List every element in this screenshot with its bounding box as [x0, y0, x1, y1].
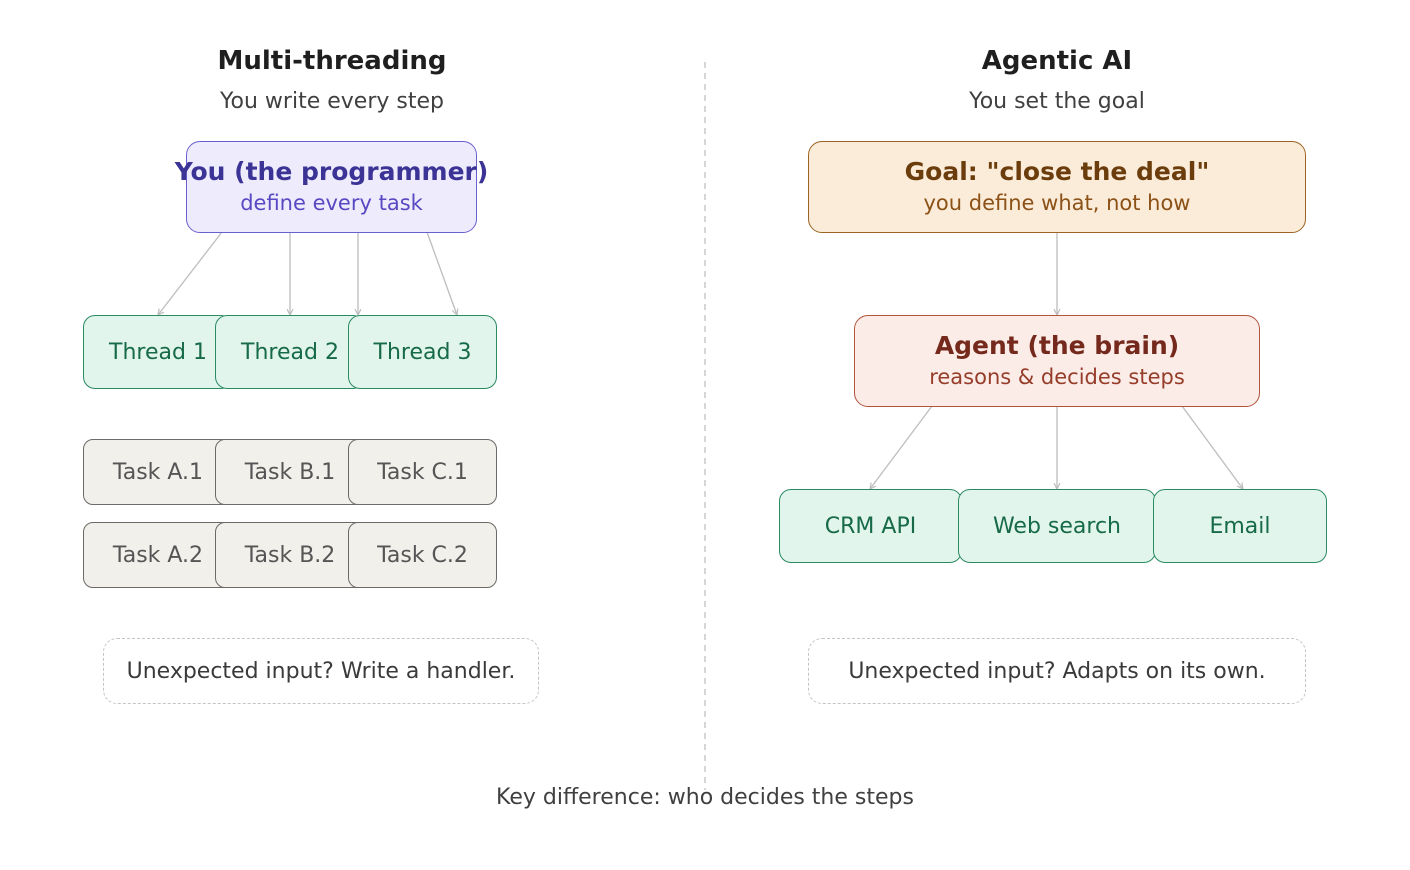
task-b2-label: Task B.2	[244, 542, 336, 568]
web-search-label: Web search	[992, 513, 1122, 539]
task-b1-label: Task B.1	[244, 459, 336, 485]
task-a2-label: Task A.2	[112, 542, 204, 568]
agent-sublabel: reasons & decides steps	[929, 365, 1185, 389]
thread-2-label: Thread 2	[241, 339, 339, 365]
task-a1-box: Task A.1	[83, 439, 233, 505]
arrow-agent-email	[1181, 405, 1243, 489]
task-b1-box: Task B.1	[215, 439, 365, 505]
right-subtitle: You set the goal	[969, 89, 1145, 114]
task-a1-label: Task A.1	[112, 459, 204, 485]
crm-api-label: CRM API	[824, 513, 917, 539]
programmer-sublabel: define every task	[240, 191, 423, 215]
task-b2-box: Task B.2	[215, 522, 365, 588]
agent-box: Agent (the brain) reasons & decides step…	[854, 315, 1260, 407]
arrow-agent-crm	[870, 405, 933, 489]
email-box: Email	[1153, 489, 1327, 563]
right-note-text: Unexpected input? Adapts on its own.	[848, 658, 1266, 684]
left-note: Unexpected input? Write a handler.	[103, 638, 539, 704]
programmer-box: You (the programmer) define every task	[175, 141, 488, 233]
task-c1-box: Task C.1	[348, 439, 497, 505]
crm-api-box: CRM API	[779, 489, 962, 563]
thread-1-box: Thread 1	[83, 315, 233, 389]
goal-sublabel: you define what, not how	[923, 191, 1191, 215]
footer-caption: Key difference: who decides the steps	[496, 785, 914, 810]
thread-2-box: Thread 2	[215, 315, 365, 389]
programmer-label: You (the programmer)	[174, 157, 489, 186]
right-title: Agentic AI	[981, 46, 1133, 76]
arrow-programmer-thread1	[158, 231, 223, 315]
arrow-programmer-thread3	[426, 231, 457, 315]
thread-3-label: Thread 3	[373, 339, 472, 365]
task-a2-box: Task A.2	[83, 522, 233, 588]
email-label: Email	[1209, 513, 1271, 539]
left-subtitle: You write every step	[220, 89, 444, 114]
goal-label: Goal: "close the deal"	[904, 157, 1210, 186]
task-c2-label: Task C.2	[377, 542, 468, 568]
right-note: Unexpected input? Adapts on its own.	[808, 638, 1306, 704]
web-search-box: Web search	[958, 489, 1156, 563]
goal-box: Goal: "close the deal" you define what, …	[808, 141, 1306, 233]
task-c2-box: Task C.2	[348, 522, 497, 588]
left-note-text: Unexpected input? Write a handler.	[126, 658, 516, 684]
task-c1-label: Task C.1	[377, 459, 468, 485]
left-title: Multi-threading	[217, 46, 447, 76]
agent-label: Agent (the brain)	[934, 331, 1180, 360]
thread-1-label: Thread 1	[109, 339, 207, 365]
thread-3-box: Thread 3	[348, 315, 497, 389]
